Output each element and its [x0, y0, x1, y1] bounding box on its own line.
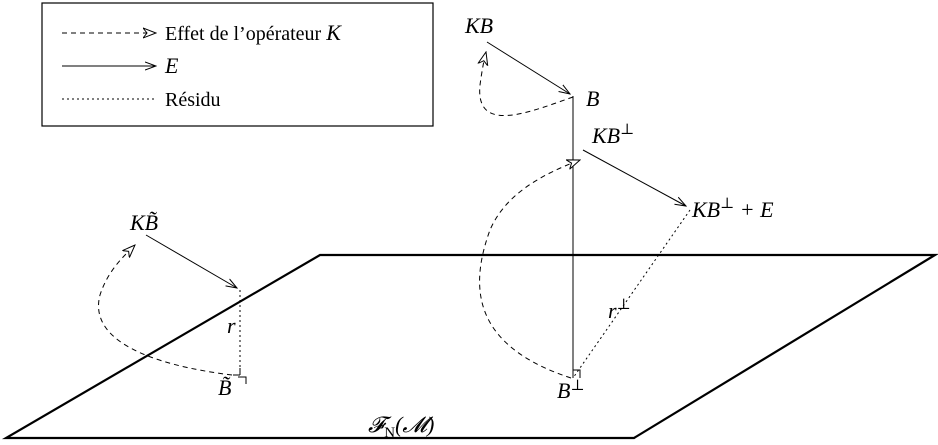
label-kb-perp: KB⊥ — [591, 122, 634, 148]
kb-operator-curve — [480, 52, 574, 117]
kb-to-b-e-arrow — [486, 41, 570, 94]
label-r-perp: r⊥ — [608, 297, 631, 323]
label-b-perp: B⊥ — [557, 378, 585, 403]
kb-perp-operator-curve — [479, 160, 580, 379]
legend-item-residu: Résidu — [165, 89, 221, 111]
label-btilde: B̃ — [218, 375, 231, 400]
legend-item-e: E — [164, 53, 179, 78]
label-kb: KB — [464, 13, 493, 38]
legend-frame — [41, 2, 434, 127]
btilde-right-angle-mark — [233, 368, 241, 376]
kb-perp-to-sum-e-arrow — [582, 149, 686, 206]
function-space-label: 𝓕N(𝓜) — [368, 412, 434, 441]
legend: Effet de l’opérateur K E Résidu — [41, 2, 434, 127]
k-btilde-operator-curve — [98, 245, 233, 376]
label-r: r — [227, 313, 236, 338]
label-b: B — [586, 86, 599, 111]
r-perp-residual — [572, 209, 691, 379]
btilde-corner-mark — [238, 376, 247, 384]
function-space-plane — [1, 253, 938, 440]
b-perp-right-angle-mark — [573, 369, 581, 378]
label-k-btilde: KB̃ — [129, 210, 158, 235]
k-btilde-e-arrow — [145, 234, 237, 288]
legend-item-operator-effect: Effet de l’opérateur K — [165, 20, 342, 45]
label-kb-perp-plus-e: KB⊥ + E — [691, 196, 774, 222]
